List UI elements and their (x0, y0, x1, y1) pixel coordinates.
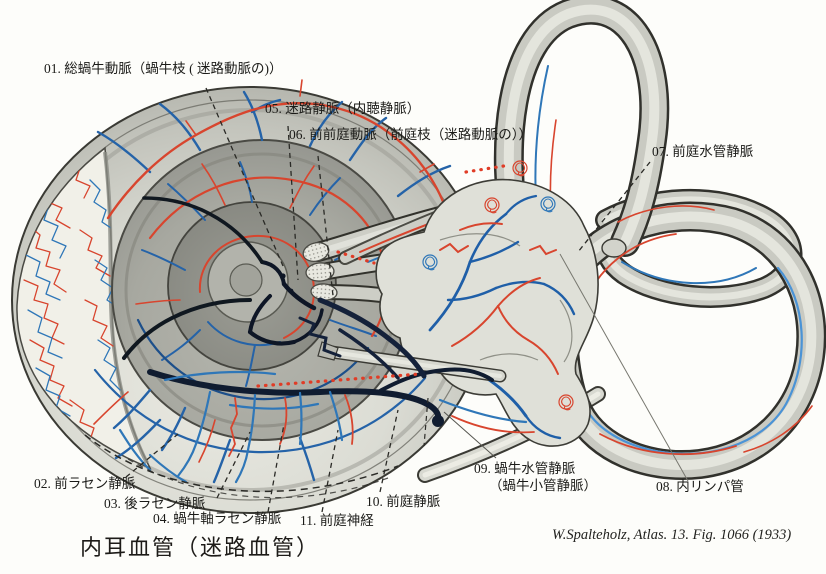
figure-label-03: 03. 後ラセン静脈 (104, 496, 205, 513)
figure-label-09: 09. 蝸牛水管静脈（蝸牛小管静脈） (474, 461, 597, 495)
figure-label-05: 05. 迷路静脈（内聴静脈） (265, 101, 420, 118)
figure-label-06: 06. 前前庭動脈（前庭枝（迷路動脈の）） (289, 127, 532, 144)
figure-attribution: W.Spalteholz, Atlas. 13. Fig. 1066 (1933… (552, 527, 792, 543)
label-text: 03. 後ラセン静脈 (104, 496, 206, 511)
figure-label-01: 01. 総蝸牛動脈（蝸牛枝 ( 迷路動脈の)） (44, 61, 283, 78)
leader-line-10 (379, 409, 399, 493)
label-text: 02. 前ラセン静脈 (34, 476, 136, 491)
leader-line-08 (559, 253, 689, 482)
label-text: 07. 前庭水管静脈 (652, 144, 754, 159)
cochlear-turns (111, 139, 413, 441)
shell-dashed-arcs (84, 397, 429, 499)
dark-vein-trunk (147, 297, 494, 427)
leader-line-05 (287, 125, 299, 281)
figure-label-07: 07. 前庭水管静脈 (652, 144, 753, 161)
leader-line-06 (317, 155, 334, 297)
posterior-semicircular-canal (548, 201, 826, 480)
figure-title: 内耳血管（迷路血管） (80, 535, 321, 560)
bottom-vein-branches (118, 370, 535, 484)
label-text: 01. 総蝸牛動脈（蝸牛枝 ( 迷路動脈の)） (44, 61, 283, 76)
label-text: 09. 蝸牛水管静脈 (474, 461, 576, 476)
label-text: 06. 前前庭動脈（前庭枝（迷路動脈の）） (289, 127, 532, 142)
vestibule-body (375, 178, 599, 447)
figure-label-10: 10. 前庭静脈 (366, 494, 440, 511)
central-vein-knot (122, 196, 324, 360)
leader-line-09 (443, 411, 497, 459)
figure-label-08: 08. 内リンパ管 (656, 479, 744, 496)
meatus-cut-faces (302, 242, 338, 301)
label-text: 10. 前庭静脈 (366, 494, 441, 509)
label-text: 04. 蝸牛軸ラセン静脈 (153, 511, 282, 526)
figure-label-02: 02. 前ラセン静脈 (34, 476, 135, 493)
label-text: 11. 前庭神経 (300, 513, 374, 528)
leader-line-02 (125, 433, 179, 478)
leader-line-03 (216, 431, 251, 499)
artery-dotted-lines (256, 163, 512, 388)
leader-line-07 (577, 161, 651, 253)
leader-lines (125, 87, 689, 513)
leader-line-04 (267, 423, 285, 513)
cochlear-radial-veins (93, 90, 480, 484)
figure-label-11: 11. 前庭神経 (300, 513, 374, 530)
label-text-line2: （蝸牛小管静脈） (489, 477, 597, 493)
label-text: 05. 迷路静脈（内聴静脈） (265, 101, 421, 116)
superior-semicircular-canal (493, 0, 670, 257)
leader-line-11 (321, 429, 339, 513)
figure-label-04: 04. 蝸牛軸ラセン静脈 (153, 511, 281, 528)
lateral-semicircular-canal (594, 188, 803, 308)
label-text: 08. 内リンパ管 (656, 479, 744, 494)
